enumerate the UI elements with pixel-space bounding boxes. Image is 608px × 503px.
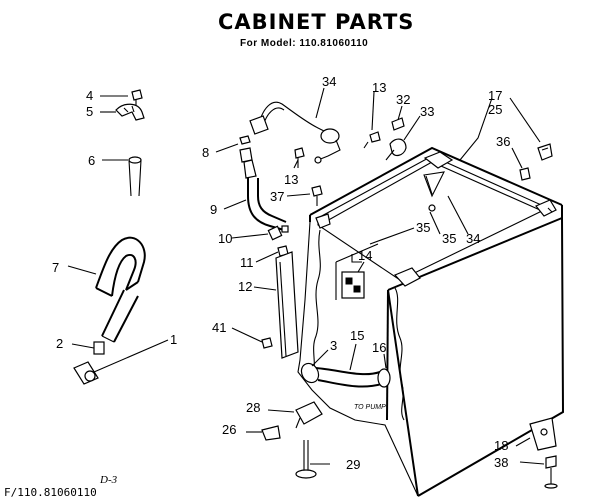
callout-3: 3 — [330, 338, 337, 353]
page-title: CABINET PARTS — [218, 10, 415, 34]
screw-part-36 — [519, 167, 531, 181]
callout-34-number: 34 — [466, 231, 480, 246]
clamp-part-5 — [115, 103, 145, 121]
callout-16: 16 — [372, 340, 386, 355]
callout-41: 41 — [212, 320, 226, 335]
drain-hose-part-15 — [300, 362, 391, 388]
callout-29: 29 — [346, 457, 360, 472]
callout-37: 37 — [270, 189, 284, 204]
callout-32: 34 — [322, 74, 336, 89]
wire-harness-part-32 — [249, 101, 341, 164]
leader-lines — [67, 87, 545, 465]
callout-4: 4 — [86, 88, 93, 103]
to-pump-note: TO PUMP — [354, 404, 386, 411]
ring-part-6 — [128, 156, 142, 197]
fitting-part-10 — [267, 225, 289, 241]
callout-18: 18 — [494, 438, 508, 453]
callout-9: 9 — [210, 202, 217, 217]
screw-part-13-upper — [363, 131, 381, 149]
rear-strip-part-12 — [275, 251, 299, 359]
screw-part-37 — [311, 185, 323, 206]
callout-36: 36 — [496, 134, 510, 149]
callout-28: 28 — [246, 400, 260, 415]
callout-13-upper: 13 — [372, 80, 386, 95]
callout-15: 15 — [350, 328, 364, 343]
leg-part-38 — [544, 455, 558, 489]
corner-bracket-part-18 — [529, 417, 557, 451]
callout-11: 11 — [240, 255, 254, 270]
callout-labels: 4 5 6 7 2 1 8 9 10 11 12 41 34 13 37 13 … — [52, 74, 510, 472]
callout-7: 7 — [52, 260, 59, 275]
callout-25: 25 — [488, 102, 502, 117]
page-mark: D-3 — [100, 474, 118, 486]
screw-part-4 — [131, 89, 143, 108]
callout-30: 32 — [396, 92, 410, 107]
clip-part-31 — [385, 138, 407, 161]
clip-part-26 — [261, 425, 281, 441]
callout-31: 33 — [420, 104, 434, 119]
callout-8: 8 — [202, 145, 209, 160]
callout-26: 26 — [222, 422, 236, 437]
callout-5: 5 — [86, 104, 93, 119]
screw-part-41 — [261, 337, 273, 349]
clip-part-17 — [537, 143, 553, 161]
callout-10: 10 — [218, 231, 232, 246]
model-number: For Model: 110.81060110 — [240, 38, 369, 49]
elbow-part-1 — [73, 361, 99, 385]
reference-number: F/110.81060110 — [4, 486, 97, 499]
clamp-part-2 — [93, 341, 105, 355]
clip-part-28 — [295, 401, 323, 429]
callout-2: 2 — [56, 336, 63, 351]
callout-38: 38 — [494, 455, 508, 470]
drain-hose-part-7 — [95, 236, 146, 343]
callout-35-number: 35 — [442, 231, 456, 246]
callout-12: 12 — [238, 279, 252, 294]
callout-13-lower: 13 — [284, 172, 298, 187]
grommet-part-8 — [239, 135, 251, 145]
callout-14: 14 — [358, 248, 372, 263]
terminal-block-part-14 — [335, 243, 379, 300]
screw-part-13-lower — [294, 147, 305, 168]
leveling-leg-part-29 — [295, 440, 317, 479]
callout-1: 1 — [170, 332, 177, 347]
cabinet-body — [297, 146, 565, 497]
callout-6: 6 — [88, 153, 95, 168]
suspension-spring-part-34 — [423, 171, 445, 212]
fill-hose-part-9 — [239, 147, 287, 231]
callout-17: 17 — [488, 88, 502, 103]
callout-33: 35 — [416, 220, 430, 235]
